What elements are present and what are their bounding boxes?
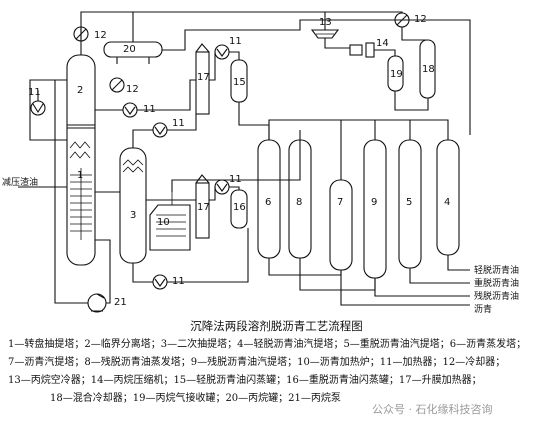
tower-1-rotating-disc-extractor [66, 54, 96, 266]
label-1: 1 [77, 170, 83, 181]
label-21: 21 [114, 297, 127, 308]
label-12-right: 12 [414, 14, 427, 25]
label-20: 20 [123, 44, 136, 55]
label-9: 9 [371, 197, 377, 208]
label-7: 7 [337, 197, 343, 208]
label-17-bottom: 17 [197, 202, 210, 213]
label-11-c: 11 [172, 276, 185, 287]
air-cooler-13 [310, 29, 340, 39]
product-light-dao: 轻脱沥青油 [474, 264, 519, 276]
label-11-mid: 11 [143, 104, 156, 115]
label-12-top: 12 [94, 30, 107, 41]
label-11-e: 11 [229, 174, 242, 185]
label-6: 6 [265, 197, 271, 208]
figure-caption: 沉降法两段溶剂脱沥青工艺流程图 [190, 319, 363, 333]
label-10: 10 [157, 217, 170, 228]
heater-17-bottom [195, 174, 210, 239]
legend-line-2: 7—沥青汽提塔；8—残脱沥青油蒸发塔；9—残脱沥青油汽提塔；10—沥青加热炉；1… [8, 357, 506, 368]
heater-11-c-icon [152, 274, 168, 290]
label-16: 16 [233, 202, 246, 213]
label-3: 3 [130, 210, 136, 221]
furnace-10 [149, 192, 191, 251]
unit-number-labels: 12 20 2 12 11 11 11 1 3 10 11 21 17 11 1… [28, 14, 450, 308]
pump-21-icon [87, 293, 107, 313]
heater-11-b-icon [152, 122, 168, 138]
product-labels: 轻脱沥青油 重脱沥青油 残脱沥青油 沥青 [474, 264, 519, 315]
tower-3-secondary-extractor [119, 147, 147, 264]
label-18: 18 [422, 64, 435, 75]
label-13: 13 [319, 17, 332, 28]
compressor-14 [349, 42, 375, 58]
heater-17-top [195, 43, 210, 115]
legend-line-1: 1—转盘抽提塔；2—临界分离塔；3—二次抽提塔；4—轻脱沥青油汽提塔；5—重脱沥… [8, 339, 527, 350]
feed-label: 减压渣油 [2, 176, 38, 188]
heater-11-mid-icon [122, 102, 138, 118]
piping [18, 11, 471, 306]
heater-11-e-icon [214, 179, 230, 195]
product-residual-dao: 残脱沥青油 [474, 290, 519, 302]
label-8: 8 [296, 197, 302, 208]
label-4: 4 [444, 197, 450, 208]
tank-20 [103, 41, 163, 64]
product-heavy-dao: 重脱沥青油 [474, 277, 519, 289]
label-2: 2 [77, 85, 83, 96]
label-11-b: 11 [172, 118, 185, 129]
label-11-left: 11 [28, 87, 41, 98]
process-flow-diagram: 12 20 2 12 11 11 11 1 3 10 11 21 17 11 1… [2, 11, 519, 315]
label-5: 5 [406, 197, 412, 208]
label-17-top: 17 [197, 72, 210, 83]
heater-11-d-icon [214, 44, 230, 60]
label-11-d: 11 [229, 36, 242, 47]
legend-line-4: 18—混合冷却器；19—丙烷气接收罐；20—丙烷罐；21—丙烷泵 [50, 393, 341, 404]
product-asphalt: 沥青 [474, 303, 492, 315]
label-15: 15 [233, 77, 246, 88]
cooler-12-mid-icon [109, 77, 125, 93]
legend-line-3: 13—丙烷空冷器；14—丙烷压缩机；15—轻脱沥青油闪蒸罐；16—重脱沥青油闪蒸… [8, 375, 482, 386]
tower-7 [329, 179, 353, 271]
label-12-mid: 12 [126, 84, 139, 95]
tower-9 [363, 139, 387, 279]
label-19: 19 [390, 69, 403, 80]
watermark: 公众号 · 石化缘科技咨询 [372, 403, 493, 416]
label-14: 14 [376, 38, 389, 49]
heater-11-left-icon [30, 100, 46, 116]
